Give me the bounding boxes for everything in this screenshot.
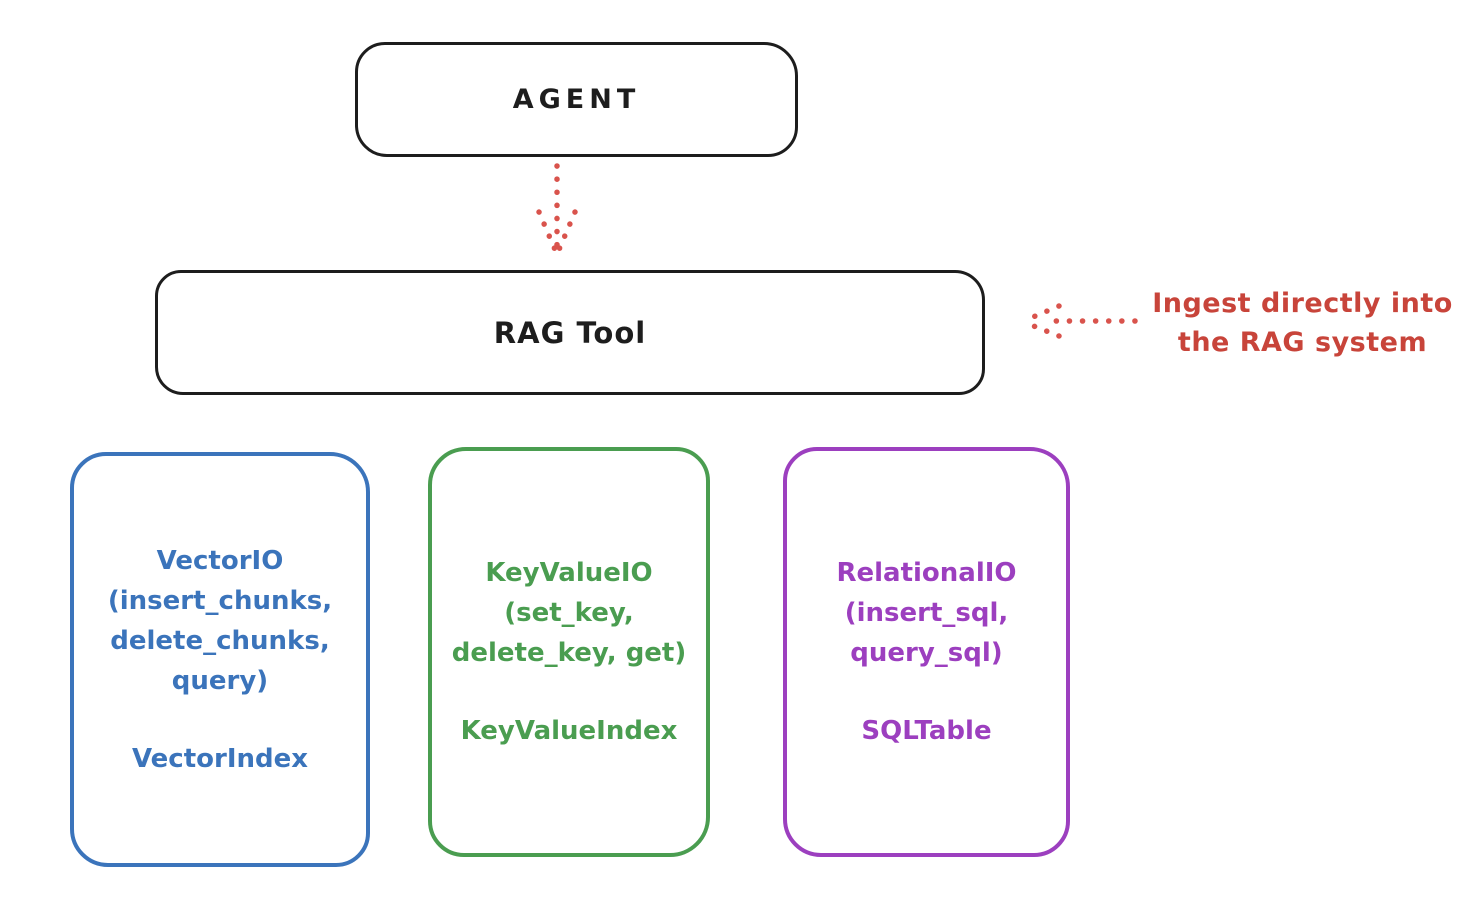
agent-node: AGENT	[355, 42, 798, 157]
storage-line: query_sql)	[850, 638, 1003, 668]
relational-io-box: RelationalIO (insert_sql, query_sql) SQL…	[783, 447, 1070, 857]
storage-line: RelationalIO	[836, 558, 1017, 588]
keyvalue-io-box: KeyValueIO (set_key, delete_key, get) Ke…	[428, 447, 710, 857]
storage-line: (set_key,	[504, 598, 634, 628]
storage-line: (insert_sql,	[844, 598, 1009, 628]
relational-io-interface: RelationalIO (insert_sql, query_sql)	[836, 553, 1016, 673]
annotation-line-1: Ingest directly into	[1152, 288, 1453, 319]
storage-line: (insert_chunks,	[107, 585, 333, 616]
storage-line: delete_chunks,	[110, 625, 330, 656]
keyvalue-index-label: KeyValueIndex	[460, 716, 678, 746]
vector-index-label: VectorIndex	[131, 743, 309, 774]
storage-line: delete_key, get)	[451, 638, 687, 668]
dotted-arrow-down-icon	[536, 163, 578, 255]
agent-label: AGENT	[512, 84, 641, 115]
storage-line: VectorIO	[156, 545, 284, 576]
ingest-annotation: Ingest directly into the RAG system	[1130, 284, 1475, 362]
storage-line: query)	[171, 665, 269, 696]
rag-tool-label: RAG Tool	[493, 315, 647, 350]
storage-line: KeyValueIO	[485, 558, 653, 588]
rag-tool-node: RAG Tool	[155, 270, 985, 395]
vector-io-box: VectorIO (insert_chunks, delete_chunks, …	[70, 452, 370, 867]
keyvalue-io-interface: KeyValueIO (set_key, delete_key, get)	[452, 553, 687, 673]
sql-table-label: SQLTable	[861, 716, 992, 746]
vector-io-interface: VectorIO (insert_chunks, delete_chunks, …	[108, 541, 332, 701]
dotted-arrow-left-icon	[1023, 303, 1138, 339]
annotation-line-2: the RAG system	[1177, 327, 1428, 358]
